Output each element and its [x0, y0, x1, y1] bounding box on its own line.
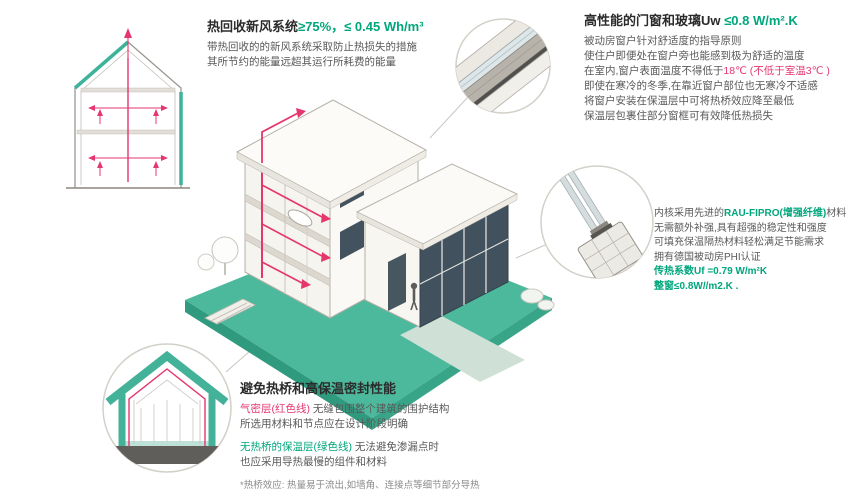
windows-glass-title-value: ≤0.8 W/m².K [724, 13, 798, 28]
heat-recovery-title: 热回收新风系统≥75%，≤ 0.45 Wh/m³ [207, 16, 477, 35]
profile-material-uf-value: 传热系数Uf =0.79 W/m²K [654, 266, 768, 277]
thermal-bridge-title: 避免热桥和高保温密封性能 [240, 381, 397, 396]
thermal-bridge-p2-text: 无法避免渗漏点时 [352, 441, 439, 453]
main-house-isometric-illustration [185, 99, 555, 430]
bush-sketch [520, 288, 555, 311]
profile-material-callout: 内核采用先进的RAU-FIPRO(增强纤维)材料 无需额外补强,具有超强的稳定性… [654, 207, 864, 294]
profile-material-brand: RAU-FIPRO(增强纤维) [724, 208, 827, 219]
profile-material-line1-text: 内核采用先进的 [654, 208, 724, 219]
windows-glass-title-text: 高性能的门窗和玻璃Uw [584, 13, 725, 28]
windows-glass-description: 被动房窗户针对舒适度的指导原则 使住户即便处在窗户旁也能感到极为舒适的温度 在室… [584, 34, 862, 124]
ventilation-house-section-icon [66, 28, 190, 189]
thermal-bridge-p2-line2: 也应采用导热最慢的组件和材料 [240, 456, 387, 468]
windows-glass-line2: 使住户即便处在窗户旁也能感到极为舒适的温度 [584, 50, 805, 62]
person-figure [410, 282, 418, 311]
thermal-bridge-paragraph2: 无热桥的保温层(绿色线) 无法避免渗漏点时 也应采用导热最慢的组件和材料 [240, 440, 590, 470]
windows-glass-line5: 将窗户安装在保温层中可将热桥效应降至最低 [584, 95, 794, 107]
house-insulation-section-icon [102, 343, 232, 473]
profile-material-line1-end: 材料 [826, 208, 847, 219]
profile-material-uw-value: 整窗≤0.8W//m2.K . [654, 280, 739, 292]
windows-glass-title: 高性能的门窗和玻璃Uw ≤0.8 W/m².K [584, 10, 862, 29]
windows-glass-line3-temperature: 18℃ (不低于室温3℃ ) [723, 65, 830, 77]
window [340, 219, 364, 260]
windows-glass-line6: 保温层包裹住部分窗框可有效降低热损失 [584, 110, 773, 122]
airtight-layer-label: 气密层(红色线) [240, 403, 310, 415]
bathtub [287, 209, 313, 227]
insulation-layer-label: 无热桥的保温层(绿色线) [240, 441, 352, 453]
roof-exhaust-duct [261, 108, 306, 163]
windows-glass-line3-text: 在室内,窗户表面温度不得低于 [584, 65, 724, 77]
heat-recovery-callout: 热回收新风系统≥75%，≤ 0.45 Wh/m³ 带热回收的的新风系统采取防止热… [207, 16, 477, 70]
thermal-bridge-p1-line1: 气密层(红色线) 无缝包围整个建筑的围护结构 [240, 402, 590, 417]
thermal-bridge-paragraph1: 气密层(红色线) 无缝包围整个建筑的围护结构 所选用材料和节点应在设计阶段明确 [240, 402, 590, 432]
entry-door [388, 253, 406, 311]
house-block-glass-wing [355, 163, 519, 328]
heat-recovery-description: 带热回收的的新风系统采取防止热损失的措施 其所节约的能量远超其运行所耗费的能量 [207, 40, 477, 70]
windows-glass-line1: 被动房窗户针对舒适度的指导原则 [584, 35, 742, 47]
heat-recovery-title-value: ≥75%，≤ 0.45 Wh/m³ [298, 19, 424, 34]
walkway [400, 315, 525, 382]
tree-sketch [197, 236, 239, 275]
window-corner-detail-icon [443, 10, 564, 123]
thermal-bridge-p1-line2: 所选用材料和节点应在设计阶段明确 [240, 418, 408, 430]
profile-material-line4: 拥有德国被动房PHI认证 [654, 251, 761, 263]
heat-recovery-desc-line1: 带热回收的的新风系统采取防止热损失的措施 [207, 41, 417, 53]
thermal-bridge-footnote: *热桥效应: 热量易于流出,如墙角、连接点等细节部分导热 [240, 480, 480, 491]
exterior-stairs [204, 298, 256, 325]
windows-glass-callout: 高性能的门窗和玻璃Uw ≤0.8 W/m².K 被动房窗户针对舒适度的指导原则 … [584, 10, 862, 124]
section-ventilation-ducts [88, 28, 168, 182]
heat-recovery-desc-line2: 其所节约的能量远超其运行所耗费的能量 [207, 56, 396, 68]
windows-glass-line4: 即使在寒冷的冬季,在靠近窗户部位也无寒冷不适感 [584, 80, 818, 92]
profile-material-line3: 可填充保温隔热材料轻松满足节能需求 [654, 237, 824, 248]
ventilation-ducts [261, 168, 331, 289]
thermal-bridge-callout: 避免热桥和高保温密封性能 气密层(红色线) 无缝包围整个建筑的围护结构 所选用材… [240, 378, 590, 491]
profile-material-description: 内核采用先进的RAU-FIPRO(增强纤维)材料 无需额外补强,具有超强的稳定性… [654, 207, 864, 294]
thermal-bridge-p2-line1: 无热桥的保温层(绿色线) 无法避免渗漏点时 [240, 440, 590, 455]
thermal-bridge-p1-text: 无缝包围整个建筑的围护结构 [310, 403, 450, 415]
profile-material-line2: 无需额外补强,具有超强的稳定性和强度 [654, 222, 827, 234]
profile-material-line1: 内核采用先进的RAU-FIPRO(增强纤维)材料 [654, 207, 864, 222]
windows-glass-line3: 在室内,窗户表面温度不得低于18℃ (不低于室温3℃ ) [584, 64, 862, 79]
glass-mullions [419, 208, 509, 316]
heat-recovery-title-text: 热回收新风系统 [207, 19, 299, 34]
window-profile-icon [540, 163, 654, 284]
